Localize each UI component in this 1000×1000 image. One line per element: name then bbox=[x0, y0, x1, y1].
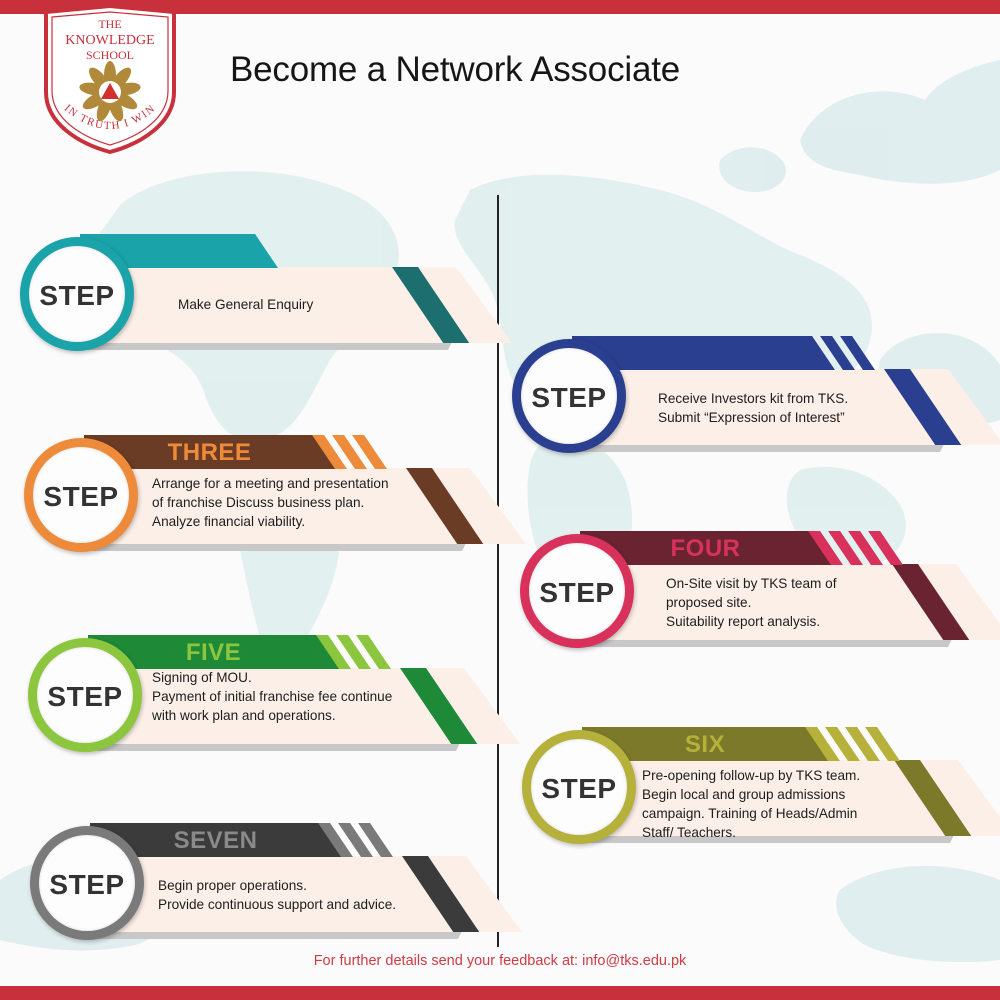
step-description-line: Signing of MOU. bbox=[152, 670, 252, 685]
step-description-line: On-Site visit by TKS team of bbox=[666, 576, 837, 591]
center-divider bbox=[497, 195, 499, 947]
step-three: THREE Arrange for a meeting and presentat… bbox=[24, 430, 526, 560]
step-number: FIVE bbox=[185, 639, 242, 666]
logo-line-3: SCHOOL bbox=[86, 48, 134, 62]
step-description-line: Submit “Expression of Interest” bbox=[658, 410, 845, 425]
step-number: ONE bbox=[146, 238, 200, 265]
step-card-shadow bbox=[80, 342, 452, 350]
step-description: Arrange for a meeting and presentation of… bbox=[152, 474, 389, 531]
step-description-line: Receive Investors kit from TKS. bbox=[658, 391, 849, 406]
step-description-line: Make General Enquiry bbox=[178, 297, 314, 312]
step-circle-inner: STEP bbox=[529, 543, 625, 639]
step-number: TWO bbox=[668, 340, 727, 367]
step-description-line: Provide continuous support and advice. bbox=[158, 897, 397, 912]
step-four: FOUR On-Site visit by TKS team of proposed… bbox=[520, 526, 1000, 656]
logo-line-1: THE bbox=[98, 17, 121, 31]
step-description-line: Pre-opening follow-up by TKS team. bbox=[642, 768, 861, 783]
step-description-line: Arrange for a meeting and presentation bbox=[152, 476, 389, 491]
step-circle: STEP bbox=[520, 534, 634, 648]
step-circle-inner: STEP bbox=[531, 739, 627, 835]
step-circle: STEP bbox=[512, 339, 626, 453]
step-description-line: Payment of initial franchise fee continu… bbox=[152, 689, 393, 704]
step-number: SEVEN bbox=[173, 827, 258, 854]
step-description-line: of franchise Discuss business plan. bbox=[152, 495, 365, 510]
step-word: STEP bbox=[531, 382, 607, 413]
step-card-shadow bbox=[88, 743, 460, 751]
top-bar bbox=[0, 0, 1000, 14]
step-description-line: Analyze financial viability. bbox=[152, 514, 306, 529]
step-one: ONE Make General Enquiry STEP bbox=[20, 229, 512, 359]
step-two: TWO Receive Investors kit from TKS. Submit… bbox=[512, 331, 1000, 461]
step-word: STEP bbox=[49, 869, 125, 900]
step-circle-inner: STEP bbox=[39, 835, 135, 931]
page-title: Become a Network Associate bbox=[230, 50, 681, 89]
step-card-shadow bbox=[84, 543, 466, 551]
step-description-line: Staff/ Teachers. bbox=[642, 825, 736, 840]
step-description: Pre-opening follow-up by TKS team. Begin … bbox=[642, 766, 860, 842]
step-description-line: Suitability report analysis. bbox=[666, 614, 821, 629]
step-word: STEP bbox=[47, 681, 123, 712]
step-card-shadow bbox=[582, 835, 954, 843]
step-five: FIVE Signing of MOU. Payment of initial fr… bbox=[28, 630, 520, 760]
logo-line-2: KNOWLEDGE bbox=[65, 33, 154, 48]
step-circle: STEP bbox=[28, 638, 142, 752]
step-word: STEP bbox=[39, 280, 115, 311]
step-description: Make General Enquiry bbox=[178, 295, 313, 314]
step-card-shadow bbox=[580, 639, 952, 647]
step-word: STEP bbox=[541, 773, 617, 804]
step-circle: STEP bbox=[20, 237, 134, 351]
step-description: Begin proper operations. Provide continuo… bbox=[158, 876, 396, 914]
school-crest-icon bbox=[79, 61, 141, 122]
step-circle: STEP bbox=[522, 730, 636, 844]
step-six: SIX Pre-opening follow-up by TKS team. Beg… bbox=[522, 722, 1000, 852]
step-circle-inner: STEP bbox=[29, 246, 125, 342]
step-description-line: with work plan and operations. bbox=[152, 708, 336, 723]
step-description: Signing of MOU. Payment of initial franch… bbox=[152, 668, 392, 725]
step-description: On-Site visit by TKS team of proposed sit… bbox=[666, 574, 837, 631]
step-description-line: Begin local and group admissions bbox=[642, 787, 846, 802]
step-number: THREE bbox=[167, 439, 252, 466]
step-seven: SEVEN Begin proper operations. Provide con… bbox=[30, 818, 522, 948]
footer-contact: For further details send your feedback a… bbox=[313, 953, 687, 969]
step-number: FOUR bbox=[670, 535, 741, 562]
step-circle: STEP bbox=[24, 438, 138, 552]
step-circle-inner: STEP bbox=[33, 447, 129, 543]
step-description-line: proposed site. bbox=[666, 595, 752, 610]
step-description-line: campaign. Training of Heads/Admin bbox=[642, 806, 858, 821]
step-description: Receive Investors kit from TKS. Submit “E… bbox=[658, 389, 848, 427]
step-card-shadow bbox=[90, 931, 462, 939]
step-circle: STEP bbox=[30, 826, 144, 940]
step-word: STEP bbox=[539, 577, 615, 608]
step-word: STEP bbox=[43, 481, 119, 512]
step-number: SIX bbox=[684, 731, 726, 758]
step-circle-inner: STEP bbox=[521, 348, 617, 444]
step-description-line: Begin proper operations. bbox=[158, 878, 307, 893]
bottom-bar bbox=[0, 986, 1000, 1000]
step-card-shadow bbox=[572, 444, 944, 452]
step-circle-inner: STEP bbox=[37, 647, 133, 743]
school-logo: THE KNOWLEDGE SCHOOL IN TRUTH I WIN bbox=[44, 4, 176, 154]
